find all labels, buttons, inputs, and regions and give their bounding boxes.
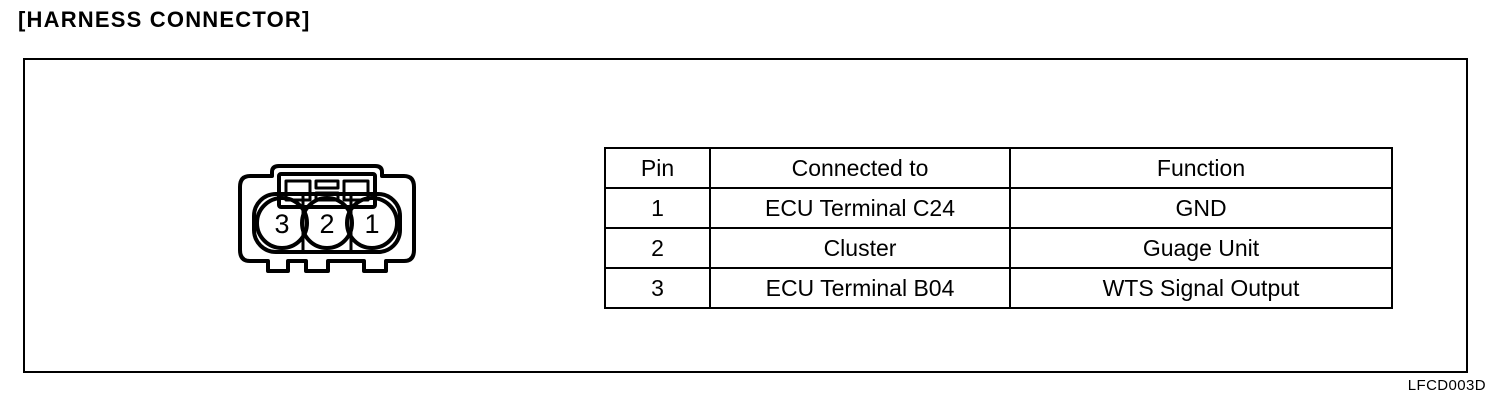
table-header-row: Pin Connected to Function bbox=[604, 147, 1393, 189]
cell-function: GND bbox=[1009, 187, 1393, 229]
pin-bore-2 bbox=[300, 196, 354, 250]
latch-segment-right bbox=[342, 179, 370, 202]
page-title: [HARNESS CONNECTOR] bbox=[18, 7, 311, 32]
connector-latch-outer bbox=[277, 172, 377, 209]
content-frame: 3 2 1 Pin Connected to Function 1 ECU Te… bbox=[23, 58, 1468, 373]
connector-cavity bbox=[252, 192, 402, 254]
cell-pin: 2 bbox=[604, 227, 711, 269]
cell-connected-to: Cluster bbox=[709, 227, 1011, 269]
cell-function: WTS Signal Output bbox=[1009, 267, 1393, 309]
cell-pin: 3 bbox=[604, 267, 711, 309]
pin-assignment-table: Pin Connected to Function 1 ECU Terminal… bbox=[604, 147, 1393, 309]
harness-connector-diagram: 3 2 1 bbox=[234, 154, 420, 294]
cell-pin: 1 bbox=[604, 187, 711, 229]
cell-connected-to: ECU Terminal C24 bbox=[709, 187, 1011, 229]
table-row: 3 ECU Terminal B04 WTS Signal Output bbox=[604, 267, 1393, 309]
cell-connected-to: ECU Terminal B04 bbox=[709, 267, 1011, 309]
table-row: 2 Cluster Guage Unit bbox=[604, 227, 1393, 269]
pin-bore-3 bbox=[255, 196, 309, 250]
table-row: 1 ECU Terminal C24 GND bbox=[604, 187, 1393, 229]
pin-number-3: 3 bbox=[274, 209, 289, 239]
column-header-function: Function bbox=[1009, 147, 1393, 189]
pin-number-1: 1 bbox=[364, 209, 379, 239]
latch-segment-center-upper bbox=[314, 179, 340, 190]
pin-number-2: 2 bbox=[319, 209, 334, 239]
connector-svg: 3 2 1 bbox=[238, 164, 416, 273]
cell-function: Guage Unit bbox=[1009, 227, 1393, 269]
connector-outer-body bbox=[238, 164, 416, 273]
latch-segment-left bbox=[284, 179, 312, 202]
column-header-connected: Connected to bbox=[709, 147, 1011, 189]
pin-bore-1 bbox=[345, 196, 399, 250]
figure-code-label: LFCD003D bbox=[1407, 377, 1486, 394]
column-header-pin: Pin bbox=[604, 147, 711, 189]
